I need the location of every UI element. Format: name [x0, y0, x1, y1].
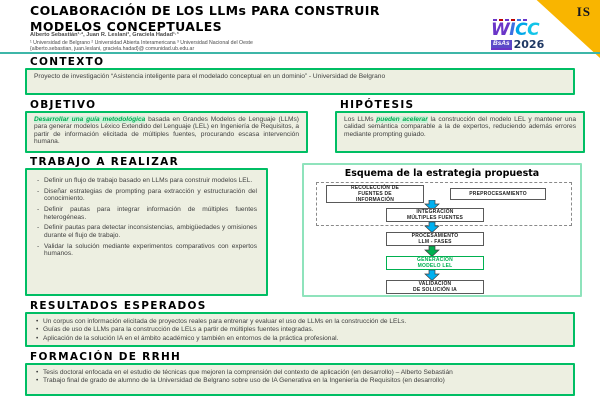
poster-title-line1: COLABORACIÓN DE LOS LLMs PARA CONSTRUIR: [30, 3, 380, 18]
node-integracion: INTEGRACIÓN MÚLTIPLES FUENTES: [386, 208, 484, 222]
logo-dots-icon: [493, 19, 553, 22]
section-heading-hipotesis: HIPÓTESIS: [340, 99, 415, 111]
esquema-dashed-group: [316, 182, 572, 226]
objetivo-highlight: Desarrollar una guía metodológica: [34, 116, 146, 123]
wicc-logo: WICC BsAs 2026: [491, 19, 553, 51]
poster-title: COLABORACIÓN DE LOS LLMs PARA CONSTRUIR …: [30, 3, 500, 34]
formacion-item: Trabajo final de grado de alumno de la U…: [35, 377, 565, 385]
authors: Alberto Sebastián¹·², Juan R. Leslani³, …: [30, 32, 179, 38]
arrow-down-icon: [424, 222, 440, 233]
trabajo-list: Definir un flujo de trabajo basado en LL…: [36, 177, 257, 257]
objetivo-text: basada en Grandes Modelos de Lenguaje (L…: [34, 116, 299, 146]
logo-year: 2026: [513, 38, 545, 51]
node-generacion: GENERACIÓN MODELO LEL: [386, 256, 484, 270]
esquema-title: Esquema de la estrategia propuesta: [344, 168, 540, 179]
logo-letter: I: [509, 20, 516, 40]
arrow-down-icon: [424, 200, 440, 211]
resultados-box: Un corpus con información elicitada de p…: [25, 312, 575, 347]
node-recoleccion: RECOLECCIÓN DE FUENTES DE INFORMACIÓN: [326, 185, 424, 203]
trabajo-item: Diseñar estrategias de prompting para ex…: [36, 188, 257, 203]
section-heading-objetivo: OBJETIVO: [30, 99, 97, 111]
emails: {alberto.sebastian, juan.leslani, gracie…: [30, 46, 195, 52]
hipotesis-box: Los LLMs pueden acelerar la construcción…: [335, 111, 585, 153]
header-divider: [0, 52, 600, 54]
contexto-box: Proyecto de investigación “Asistencia in…: [25, 68, 575, 95]
trabajo-item: Definir pautas para detectar inconsisten…: [36, 224, 257, 239]
node-procesamiento: PROCESAMIENTO LLM - FASES: [386, 232, 484, 246]
hipotesis-text-pre: Los LLMs: [344, 116, 377, 123]
trabajo-box: Definir un flujo de trabajo basado en LL…: [25, 168, 268, 296]
objetivo-box: Desarrollar una guía metodológica basada…: [25, 111, 308, 153]
trabajo-item: Definir pautas para integrar información…: [36, 206, 257, 221]
section-heading-trabajo: TRABAJO A REALIZAR: [30, 156, 179, 168]
resultados-item: Aplicación de la solución IA en el ámbit…: [35, 335, 565, 343]
formacion-box: Tesis doctoral enfocada en el estudio de…: [25, 363, 575, 396]
hipotesis-text-post: la construcción del modelo LEL y mantene…: [344, 116, 576, 138]
trabajo-item: Validar la solución mediante experimento…: [36, 243, 257, 258]
logo-letter: C: [527, 20, 540, 40]
esquema-panel: Esquema de la estrategia propuesta RECOL…: [302, 163, 582, 297]
logo-letter: W: [491, 20, 510, 40]
hipotesis-highlight: pueden acelerar: [376, 116, 428, 123]
trabajo-item: Definir un flujo de trabajo basado en LL…: [36, 177, 257, 185]
poster-title-line2: MODELOS CONCEPTUALES: [30, 18, 223, 34]
logo-letter: C: [515, 20, 528, 40]
node-validacion: VALIDACIÓN DE SOLUCIÓN IA: [386, 280, 484, 294]
formacion-item: Tesis doctoral enfocada en el estudio de…: [35, 369, 565, 377]
resultados-list: Un corpus con información elicitada de p…: [35, 318, 565, 343]
arrow-down-icon: [424, 269, 440, 281]
contexto-text: Proyecto de investigación “Asistencia in…: [34, 73, 386, 80]
section-heading-resultados: RESULTADOS ESPERADOS: [30, 300, 207, 312]
section-heading-contexto: CONTEXTO: [30, 56, 105, 68]
logo-place: BsAs: [491, 39, 512, 50]
affiliations: ¹ Universidad de Belgrano ² Universidad …: [30, 39, 253, 46]
arrow-down-green-icon: [424, 245, 440, 257]
node-preprocesamiento: PREPROCESAMIENTO: [450, 188, 546, 200]
section-heading-formacion: FORMACIÓN DE RRHH: [30, 351, 182, 363]
logo-wordmark: WICC: [491, 22, 553, 39]
resultados-item: Guías de uso de LLMs para la construcció…: [35, 326, 565, 334]
formacion-list: Tesis doctoral enfocada en el estudio de…: [35, 369, 565, 385]
corner-badge: IS: [576, 4, 591, 19]
resultados-item: Un corpus con información elicitada de p…: [35, 318, 565, 326]
